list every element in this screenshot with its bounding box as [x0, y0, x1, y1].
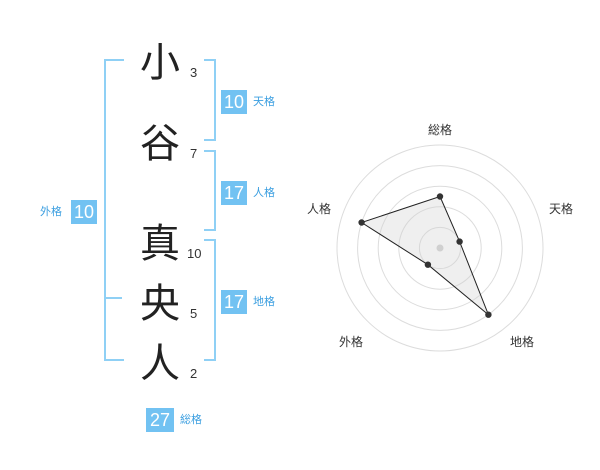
radar-axis-label-3: 地格: [510, 334, 534, 349]
radar-series-polygon: [360, 195, 489, 316]
radar-point-4: [424, 261, 432, 268]
radar-point-5: [358, 219, 365, 226]
radar-grid-ring-2: [398, 206, 482, 290]
chikaku-label: 地格: [253, 295, 275, 308]
radar-axis-label-4: 外格: [339, 334, 363, 349]
gaikaku-divider-tick: [104, 297, 122, 299]
gaikaku-value-badge: 10: [71, 200, 97, 224]
tenkaku-bracket: [204, 59, 216, 141]
jinkaku-label: 人格: [253, 186, 275, 199]
radar-point-3: [485, 311, 492, 318]
kanji-char-5: 人: [140, 341, 180, 387]
chikaku-bracket: [204, 239, 216, 361]
radar-center-dot: [436, 244, 444, 252]
jinkaku-value-badge: 17: [221, 181, 247, 205]
radar-grid-ring-5: [336, 144, 544, 352]
soukaku-label: 総格: [180, 413, 202, 426]
radar-axis-label-5: 人格: [307, 201, 331, 216]
stroke-count-2: 7: [190, 146, 198, 161]
chikaku-value-badge: 17: [221, 290, 247, 314]
stroke-count-5: 2: [190, 366, 198, 381]
radar-grid-ring-4: [357, 165, 523, 331]
stroke-count-4: 5: [190, 306, 198, 321]
soukaku-value-badge: 27: [146, 408, 174, 432]
gaikaku-label: 外格: [40, 205, 62, 218]
tenkaku-label: 天格: [253, 95, 275, 108]
kanji-char-2: 谷: [140, 121, 180, 167]
radar-grid-ring-1: [418, 226, 462, 270]
kanji-char-4: 央: [140, 281, 180, 327]
radar-grid-ring-3: [377, 185, 503, 311]
radar-axis-label-1: 総格: [428, 122, 452, 137]
radar-point-1: [436, 193, 444, 200]
radar-point-2: [456, 238, 463, 245]
gaikaku-bracket: [104, 59, 124, 361]
kanji-char-1: 小: [140, 40, 180, 86]
tenkaku-value-badge: 10: [221, 90, 247, 114]
stroke-count-1: 3: [190, 65, 198, 80]
kanji-char-3: 真: [140, 221, 180, 267]
stroke-count-3: 10: [187, 246, 202, 261]
jinkaku-bracket: [204, 150, 216, 231]
radar-axis-label-2: 天格: [549, 201, 573, 216]
